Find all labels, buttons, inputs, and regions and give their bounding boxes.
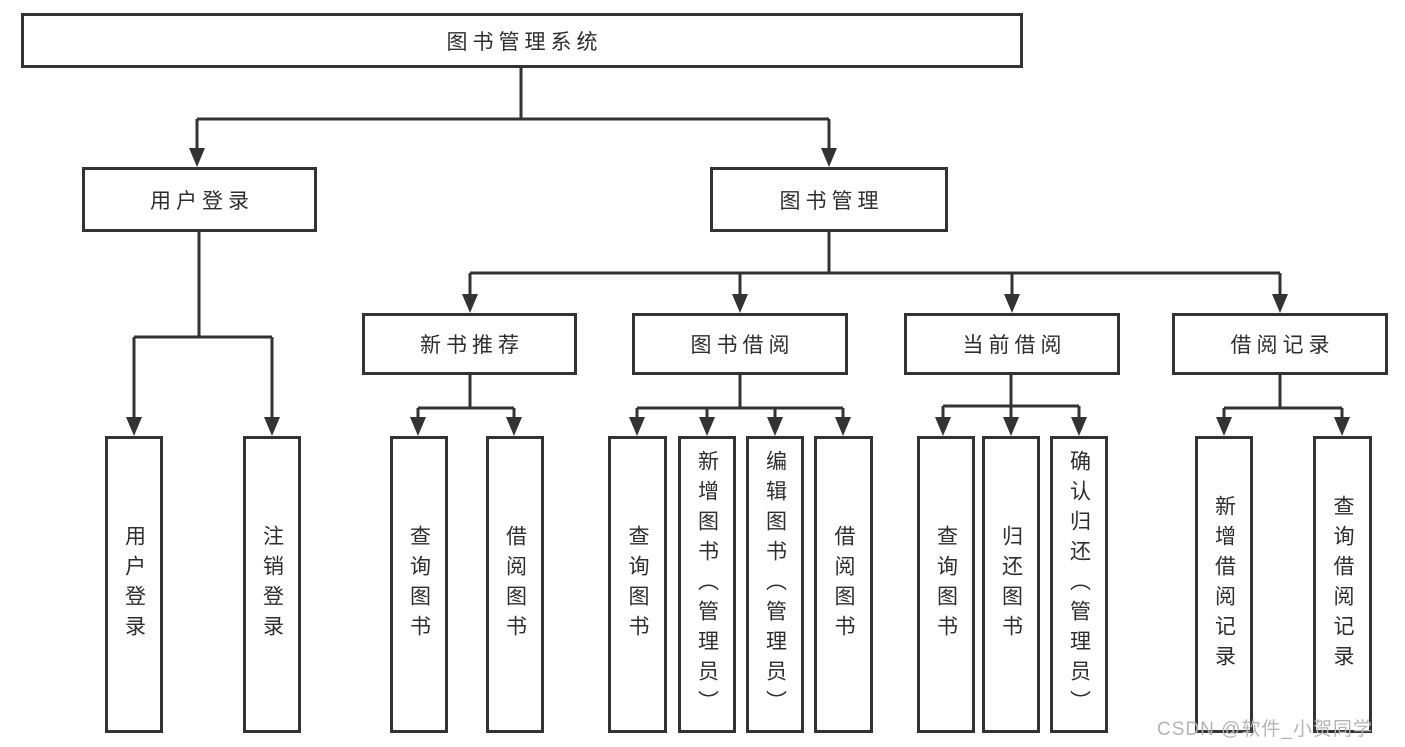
arrow-down-icon	[1004, 294, 1020, 313]
arrow-down-icon	[462, 294, 478, 313]
node-user-login: 用户登录	[82, 167, 317, 232]
leaf-query-borrow-record: 查询借阅记录	[1313, 436, 1372, 733]
arrow-down-icon	[767, 417, 783, 436]
arrow-down-icon	[835, 417, 851, 436]
node-book-borrow: 图书借阅	[632, 313, 848, 375]
csdn-watermark: CSDN @软件_小贺同学	[1157, 719, 1373, 740]
arrow-down-icon	[410, 417, 426, 436]
arrow-down-icon	[935, 417, 951, 436]
arrow-down-icon	[732, 294, 748, 313]
arrow-down-icon	[1003, 417, 1019, 436]
node-borrow-records: 借阅记录	[1172, 313, 1388, 375]
node-new-book-recommend: 新书推荐	[362, 313, 577, 375]
leaf-return-books: 归还图书	[982, 436, 1040, 733]
arrow-down-icon	[189, 148, 205, 167]
arrow-down-icon	[629, 417, 645, 436]
leaf-user-login: 用户登录	[105, 436, 163, 733]
leaf-query-books: 查询图书	[608, 436, 667, 733]
leaf-borrow-books: 借阅图书	[814, 436, 873, 733]
tree-connector-path	[132, 68, 1344, 421]
node-root-system: 图书管理系统	[21, 13, 1023, 68]
arrow-down-icon	[1272, 294, 1288, 313]
arrow-down-icon	[506, 417, 522, 436]
leaf-borrow-books: 借阅图书	[486, 436, 544, 733]
arrow-down-icon	[821, 148, 837, 167]
leaf-logout: 注销登录	[243, 436, 301, 733]
arrow-down-icon	[264, 417, 280, 436]
arrow-down-icon	[1334, 417, 1350, 436]
node-current-borrow: 当前借阅	[904, 313, 1120, 375]
leaf-add-books-admin: 新增图书（管理员）	[678, 436, 736, 733]
arrow-down-icon	[1071, 417, 1087, 436]
leaf-edit-books-admin: 编辑图书（管理员）	[746, 436, 804, 733]
arrow-down-icon	[699, 417, 715, 436]
leaf-query-books: 查询图书	[390, 436, 448, 733]
leaf-confirm-return-admin: 确认归还（管理员）	[1050, 436, 1108, 733]
leaf-add-borrow-record: 新增借阅记录	[1195, 436, 1253, 733]
node-book-management: 图书管理	[710, 167, 948, 232]
leaf-query-books: 查询图书	[917, 436, 975, 733]
arrow-down-icon	[1216, 417, 1232, 436]
arrow-down-icon	[126, 417, 142, 436]
